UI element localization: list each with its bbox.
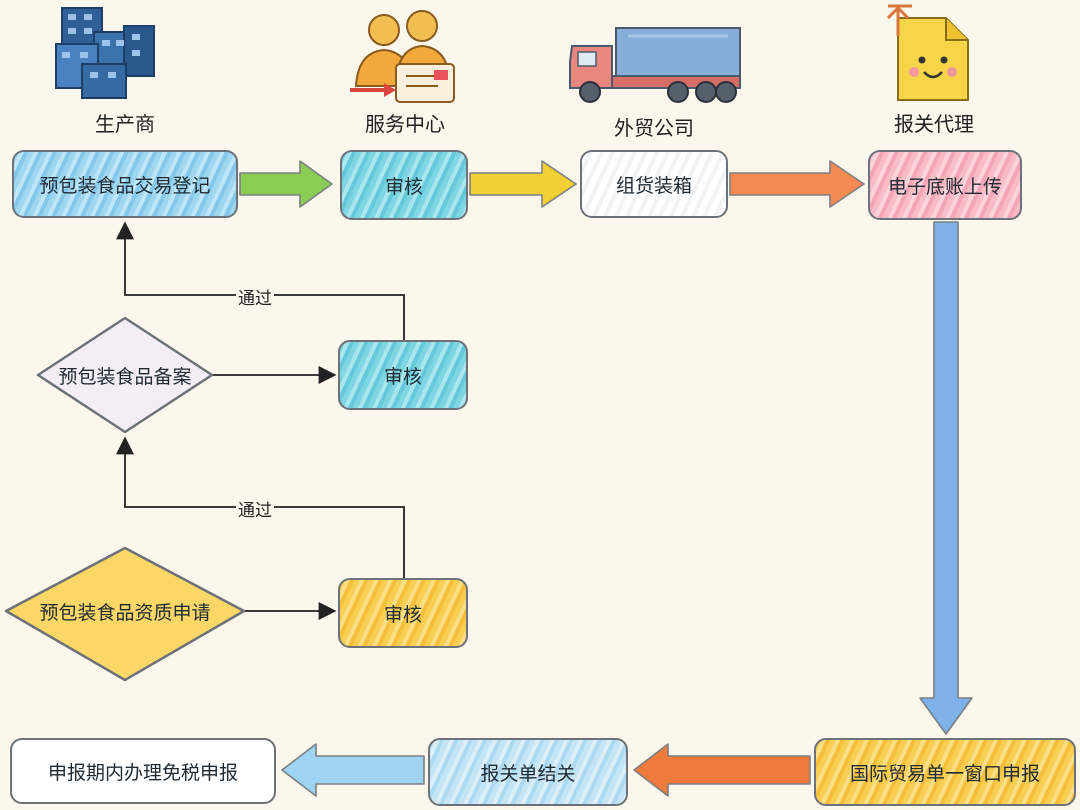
node-electronic-ledger: 电子底账上传 [868, 150, 1022, 220]
arrow-orange [729, 160, 865, 208]
node-qualification-application: 预包装食品资质申请 [39, 602, 211, 624]
node-review-top: 审核 [340, 150, 468, 220]
arrow-down-blue [919, 221, 973, 735]
node-tax-exemption: 申报期内办理免税申报 [10, 738, 276, 804]
node-single-window: 国际贸易单一窗口申报 [814, 738, 1076, 806]
thin-connectors [116, 221, 405, 620]
node-review-middle: 审核 [338, 340, 468, 410]
truck-icon [569, 27, 741, 103]
diamond-application [4, 546, 246, 682]
node-trade-registration: 预包装食品交易登记 [12, 150, 238, 218]
arrow-green [239, 160, 333, 208]
node-filing: 预包装食品备案 [58, 366, 192, 388]
arrow-review-to-registration [116, 221, 405, 340]
arrow-orange-left [633, 743, 811, 797]
node-review-bottom: 审核 [338, 578, 468, 648]
arrow-blue-left [281, 743, 425, 797]
node-customs-closure: 报关单结关 [428, 738, 628, 806]
block-arrows [239, 160, 973, 797]
people-with-document-icon [350, 10, 455, 103]
edge-label-pass-lower: 通过 [236, 496, 274, 521]
arrow-yellow [469, 160, 577, 208]
factory-buildings-icon [55, 7, 155, 99]
smiling-document-upload-icon [886, 4, 969, 101]
lane-label-producer: 生产商 [95, 112, 155, 136]
lane-label-customs-agent: 报关代理 [894, 112, 974, 136]
diamond-filing [36, 316, 214, 434]
lane-label-trade-company: 外贸公司 [614, 116, 694, 140]
lane-label-service-center: 服务中心 [365, 112, 445, 136]
edge-label-pass-upper: 通过 [236, 284, 274, 309]
node-consolidation: 组货装箱 [580, 150, 728, 218]
diamonds [4, 316, 246, 682]
